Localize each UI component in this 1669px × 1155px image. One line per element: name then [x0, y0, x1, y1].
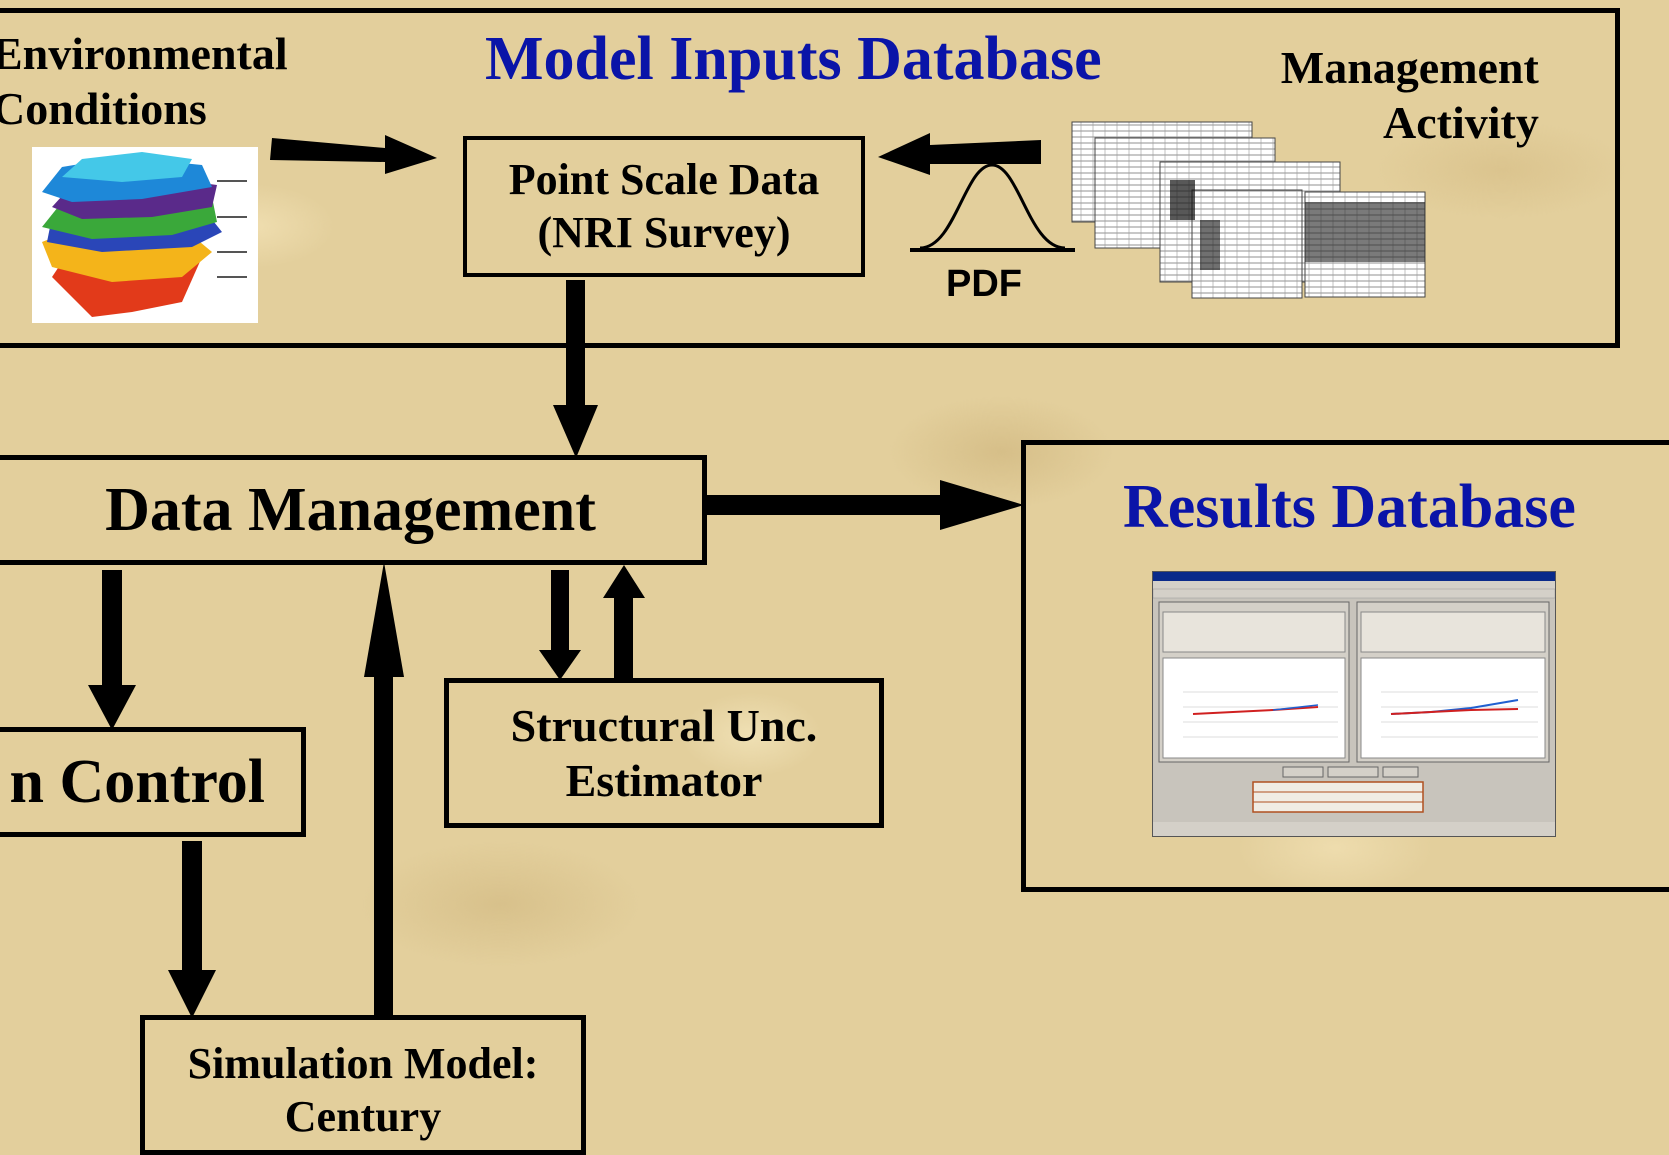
arrow-env-to-pointscale	[270, 135, 437, 174]
results-database-frame	[1021, 440, 1669, 892]
management-forms-thumbnail	[1070, 120, 1430, 300]
structural-uncertainty-estimator-box: Structural Unc. Estimator	[444, 678, 884, 828]
model-inputs-title: Model Inputs Database	[485, 25, 1102, 93]
environmental-layers-map	[32, 147, 258, 323]
results-app-screenshot	[1152, 571, 1556, 837]
results-database-title: Results Database	[1123, 473, 1576, 541]
arrow-datamgmt-to-results	[707, 480, 1024, 530]
arrow-structural-to-datamgmt	[603, 565, 645, 678]
diagram-arrows	[88, 133, 1041, 1018]
point-scale-data-box: Point Scale Data (NRI Survey)	[463, 136, 865, 277]
management-activity-label: Management Activity	[1280, 42, 1539, 149]
arrow-datamgmt-to-runcontrol	[88, 570, 136, 730]
pdf-label: PDF	[946, 263, 1022, 305]
pdf-curve-icon	[910, 163, 1075, 252]
arrow-runcontrol-to-simulation	[168, 841, 216, 1018]
arrow-pointscale-to-datamgmt	[553, 280, 598, 458]
arrow-mgmt-to-pointscale	[878, 133, 1041, 175]
data-management-box: Data Management	[0, 455, 707, 565]
run-control-box: n Control	[0, 727, 306, 837]
arrow-datamgmt-to-structural	[539, 570, 581, 680]
model-inputs-frame	[0, 8, 1620, 348]
arrow-simulation-to-datamgmt	[364, 562, 404, 1017]
environmental-conditions-label: Environmental Conditions	[0, 28, 288, 135]
